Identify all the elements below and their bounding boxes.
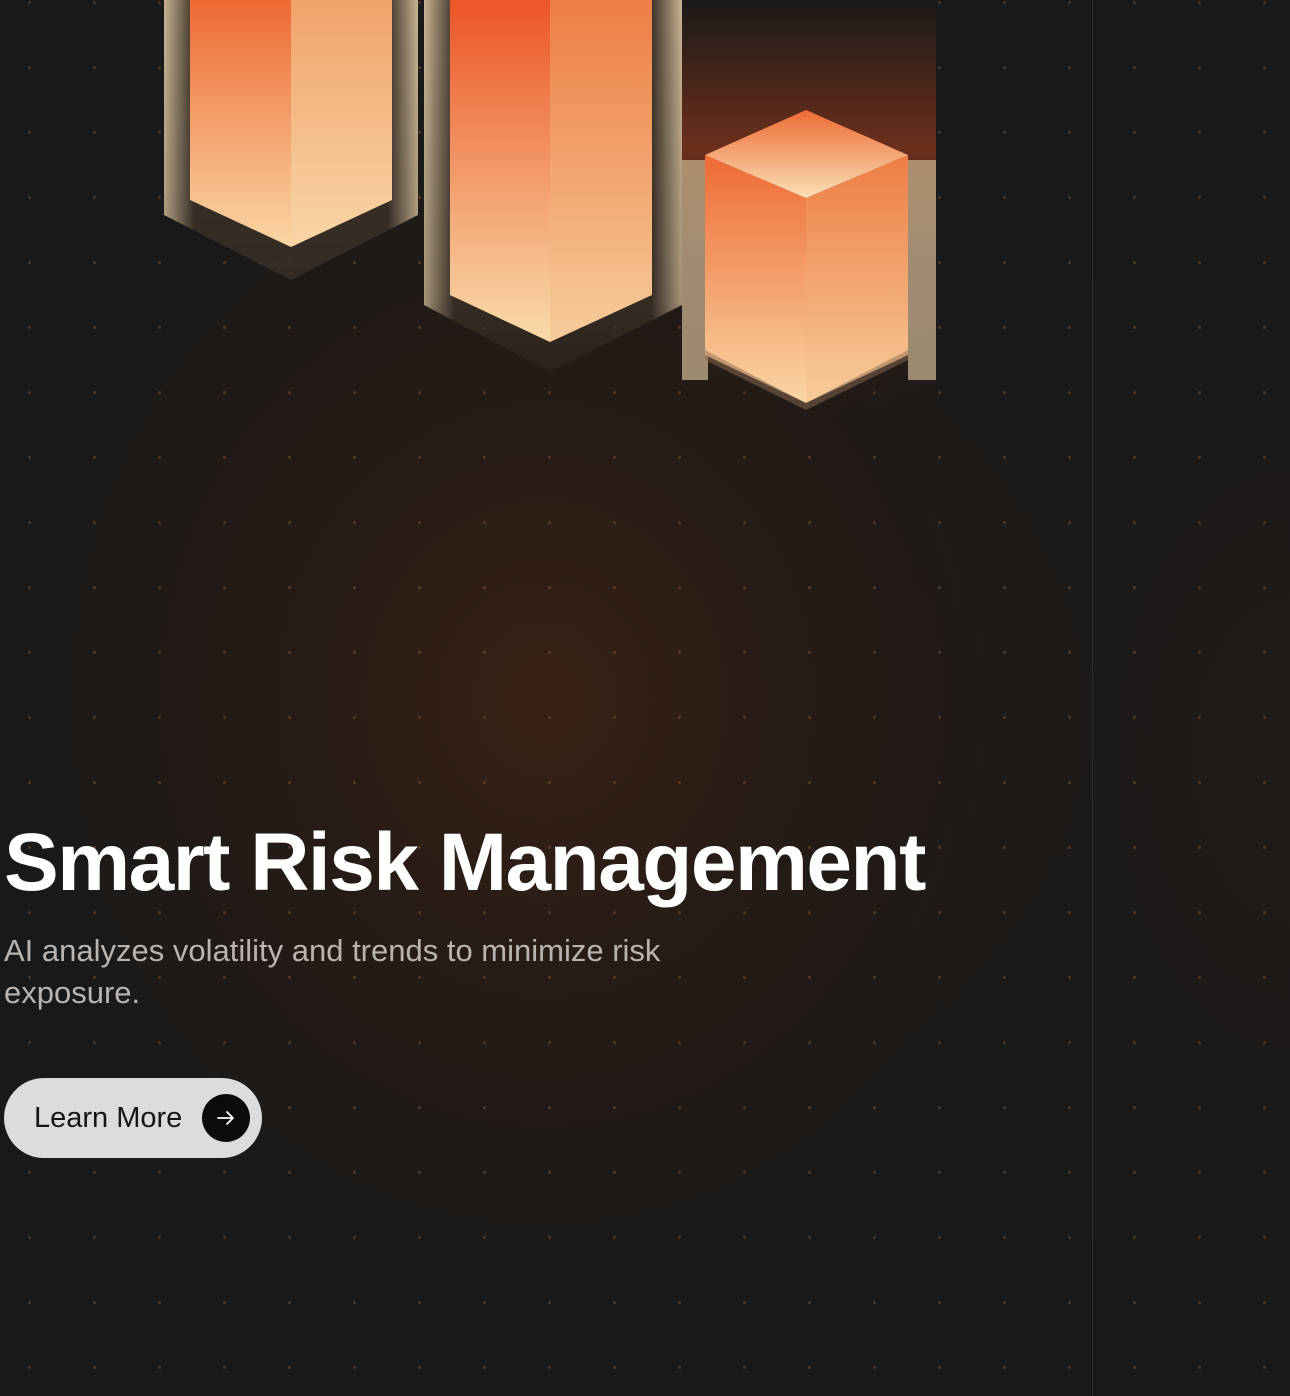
bar-1: [164, 0, 418, 280]
bar-2: [424, 0, 682, 372]
vertical-divider: [1092, 0, 1093, 1396]
arrow-right-icon: [202, 1094, 250, 1142]
hero-title: Smart Risk Management: [4, 817, 926, 908]
learn-more-label: Learn More: [34, 1102, 183, 1134]
learn-more-button[interactable]: Learn More: [4, 1078, 262, 1158]
hero-subtitle: AI analyzes volatility and trends to min…: [4, 933, 661, 1010]
bar-3: [682, 0, 936, 420]
hexagonal-bars-illustration: [164, 0, 936, 420]
